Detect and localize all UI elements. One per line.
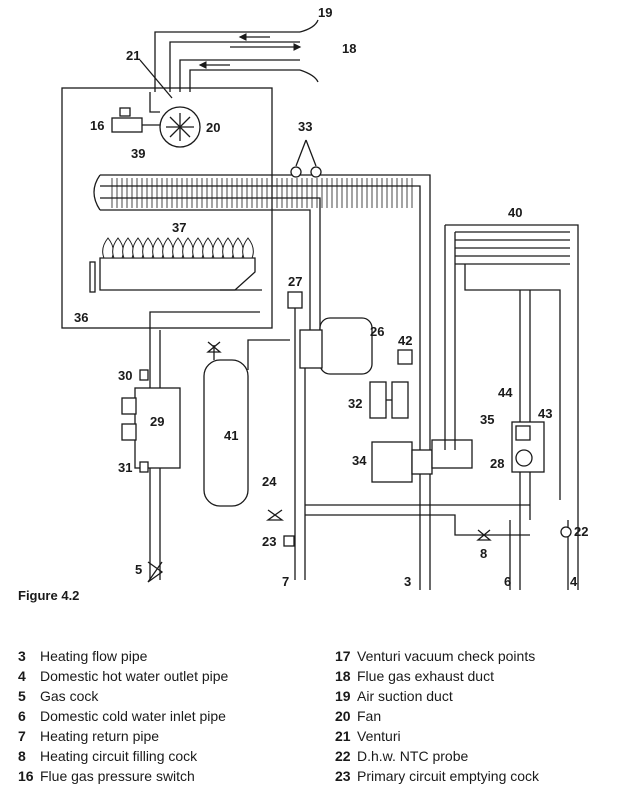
legend-item: 21 Venturi [335,726,539,746]
legend-number: 18 [335,668,351,684]
legend-label: Domestic cold water inlet pipe [40,708,226,724]
callout-7: 7 [282,574,289,589]
callouts: 19 18 21 16 20 33 39 37 40 27 36 26 42 3… [74,5,588,589]
flue-ducts [154,19,319,92]
callout-32: 32 [348,396,362,411]
callout-34: 34 [352,453,367,468]
legend-label: Fan [357,708,382,724]
callout-19: 19 [318,5,332,20]
callout-31: 31 [118,460,132,475]
legend-number: 6 [18,708,26,724]
callout-24: 24 [262,474,277,489]
callout-36: 36 [74,310,88,325]
callout-44: 44 [498,385,513,400]
legend-item: 7 Heating return pipe [18,726,228,746]
legend-item: 16 Flue gas pressure switch [18,766,228,786]
legend-item: 19 Air suction duct [335,686,539,706]
legend-item: 22 D.h.w. NTC probe [335,746,539,766]
callout-16: 16 [90,118,104,133]
legend-item: 20 Fan [335,706,539,726]
component-42-icon [397,349,413,365]
flow-switch-icon [511,421,545,473]
legend-label: Heating return pipe [40,728,160,744]
legend-label: Air suction duct [357,688,453,704]
callout-23: 23 [262,534,276,549]
legend-item: 18 Flue gas exhaust duct [335,666,539,686]
callout-3: 3 [404,574,411,589]
legend-item: 17 Venturi vacuum check points [335,646,539,666]
legend-label: Venturi vacuum check points [357,648,536,664]
legend-label: Flue gas pressure switch [40,768,195,784]
callout-8: 8 [480,546,487,561]
legend-label: Venturi [357,728,401,744]
legend-item: 4 Domestic hot water outlet pipe [18,666,228,686]
fan-icon [159,106,201,148]
legend-item: 3 Heating flow pipe [18,646,228,666]
callout-29: 29 [150,414,164,429]
callout-39: 39 [131,146,145,161]
callout-30: 30 [118,368,132,383]
legend-right: 17 Venturi vacuum check points 18 Flue gas … [335,646,539,786]
electrode-icon [89,261,96,293]
legend-label: Heating circuit filling cock [40,748,198,764]
legend-label: Gas cock [40,688,99,704]
callout-20: 20 [206,120,220,135]
callout-42: 42 [398,333,412,348]
legend-number: 7 [18,728,26,744]
legend-number: 20 [335,708,351,724]
legend-number: 17 [335,648,351,664]
legend-item: 23 Primary circuit emptying cock [335,766,539,786]
legend-left: 3 Heating flow pipe 4 Domestic hot water ou… [18,646,228,786]
callout-43: 43 [538,406,552,421]
callout-27: 27 [288,274,302,289]
callout-21: 21 [126,48,140,63]
legend-label: Domestic hot water outlet pipe [40,668,229,684]
callout-5: 5 [135,562,142,577]
legend-label: Heating flow pipe [40,648,148,664]
legend-item: 8 Heating circuit filling cock [18,746,228,766]
callout-4: 4 [570,574,578,589]
legend-number: 21 [335,728,351,744]
callout-37: 37 [172,220,186,235]
legend-number: 8 [18,748,26,764]
component-32-icon [369,381,409,419]
legend-label: D.h.w. NTC probe [357,748,469,764]
bottom-pipes [265,504,579,590]
legend-label: Flue gas exhaust duct [357,668,494,684]
component-35-icon [431,439,473,469]
gas-line [121,311,260,583]
callout-26: 26 [370,324,384,339]
legend-number: 16 [18,768,34,784]
legend-item: 6 Domestic cold water inlet pipe [18,706,228,726]
callout-22: 22 [574,524,588,539]
callout-41: 41 [224,428,238,443]
legend-item: 5 Gas cock [18,686,228,706]
venturi-line [149,92,160,113]
figure-caption: Figure 4.2 [18,588,80,603]
legend-number: 23 [335,768,351,784]
pressure-switch-icon [111,107,160,133]
legend-number: 5 [18,688,26,704]
legend-number: 19 [335,688,351,704]
expansion-vessel [203,339,290,507]
dhw-exchanger [444,224,579,520]
legend-number: 3 [18,648,26,664]
legend-number: 22 [335,748,351,764]
callout-6: 6 [504,574,511,589]
legend-label: Primary circuit emptying cock [357,768,540,784]
callout-40: 40 [508,205,522,220]
pump-icon [287,291,373,580]
callout-33: 33 [298,119,312,134]
callout-18: 18 [342,41,356,56]
callout-28: 28 [490,456,504,471]
burner [99,237,262,291]
legend-number: 4 [18,668,26,684]
boiler-schematic: 19 18 21 16 20 33 39 37 40 27 36 26 42 3… [61,5,588,590]
component-34-icon [371,441,433,483]
callout-35: 35 [480,412,494,427]
check-points-icon [290,139,322,178]
